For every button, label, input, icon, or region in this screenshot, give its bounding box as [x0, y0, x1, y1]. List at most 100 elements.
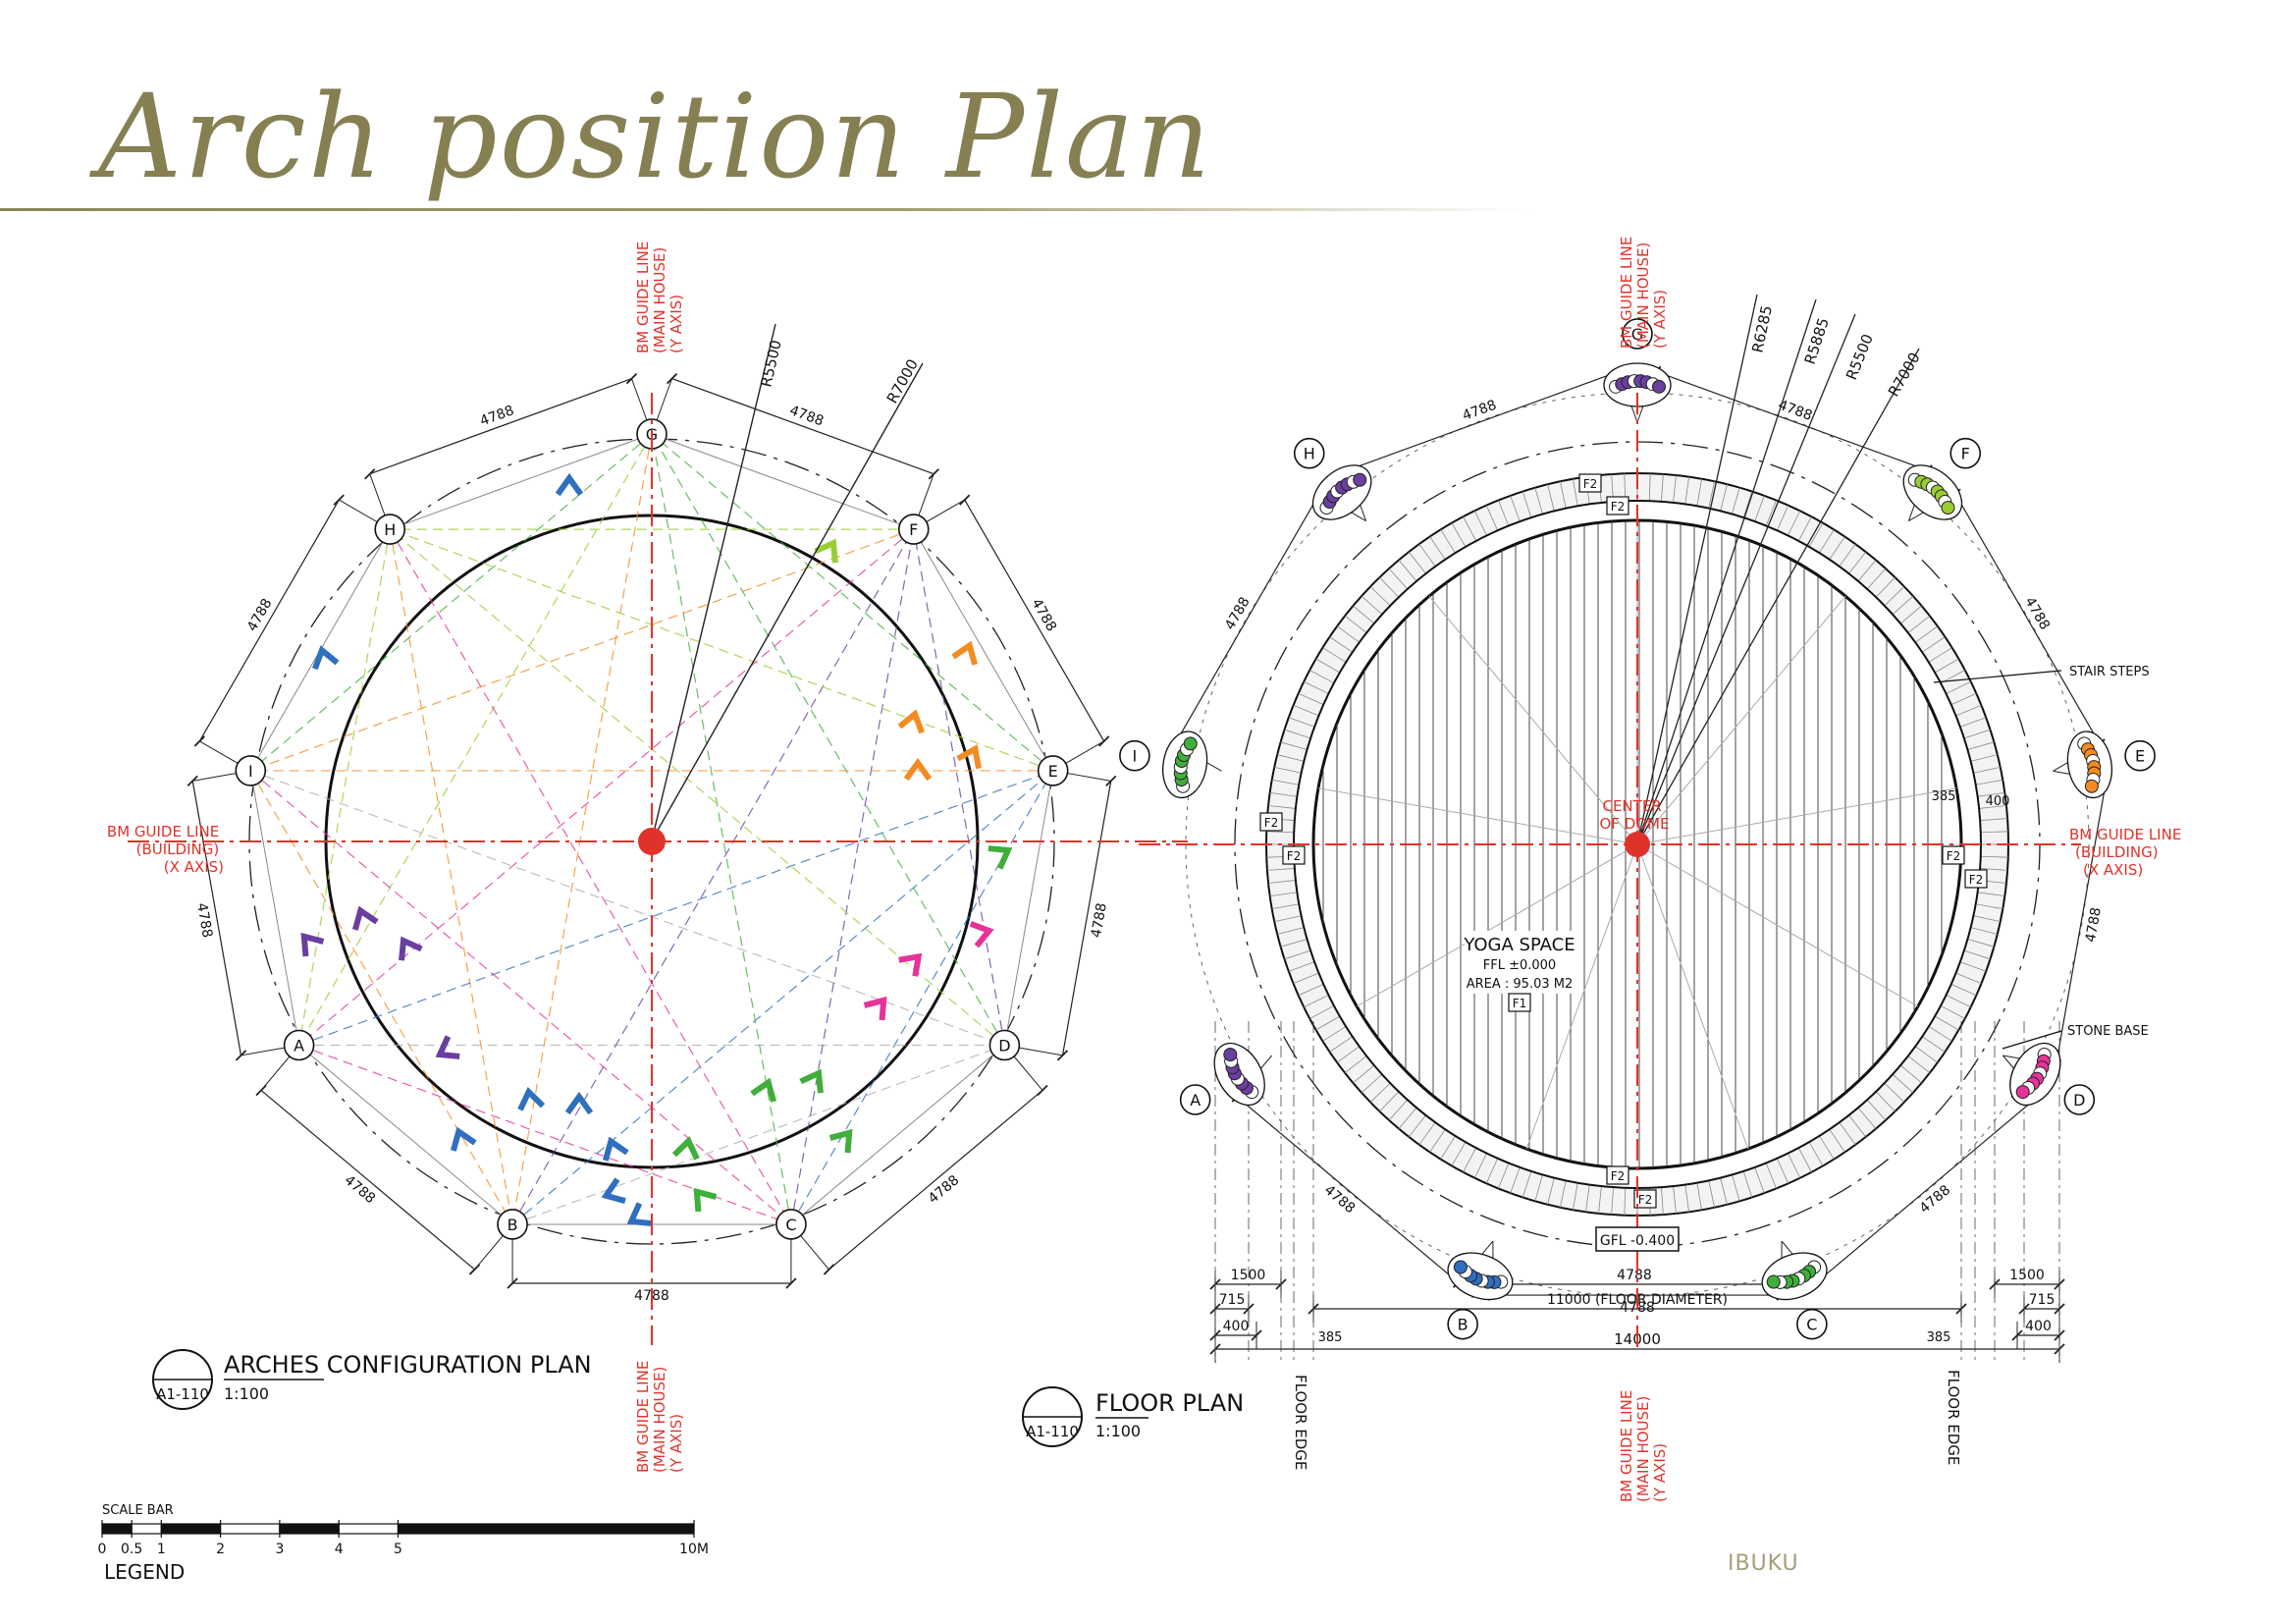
arch-chevron: [399, 936, 423, 961]
stone-base-f: [1902, 464, 1963, 520]
stair-step: [1288, 717, 1315, 728]
stone: [1652, 379, 1666, 394]
tag-f2: F2: [1611, 500, 1626, 514]
arch-chevron: [969, 921, 994, 948]
dimension-hi-tick: [193, 735, 205, 747]
arch-chevron: [517, 1087, 546, 1111]
dimension-cd-tick: [1037, 1084, 1048, 1097]
arch-markers: [300, 472, 1013, 1226]
stair-step: [1498, 500, 1510, 526]
node-b-label: B: [507, 1216, 518, 1234]
stair-step: [1522, 491, 1532, 518]
tag-f1: F1: [1513, 997, 1527, 1010]
node-a-label: A: [1190, 1091, 1201, 1110]
space-ffl: FFL ±0.000: [1483, 958, 1556, 973]
stair-step: [1934, 1015, 1959, 1031]
stair-step: [1268, 805, 1296, 809]
title-ref: A1-110: [156, 1385, 209, 1403]
radius-label-r7000: R7000: [1885, 350, 1924, 400]
arch-chevron: [300, 932, 325, 957]
radial-line: [1356, 843, 1638, 1007]
stair-step: [1268, 880, 1296, 884]
tag-f2-box: [1282, 845, 1306, 865]
stone-base-leader: [2002, 1030, 2062, 1050]
stone-base-a: [1213, 1042, 1265, 1107]
arch-chevron: [626, 1202, 652, 1226]
stair-step: [1980, 868, 2008, 871]
dimension-cd-tick: [823, 1264, 835, 1275]
dimension-fg-tick: [928, 468, 939, 480]
stair-step: [1280, 741, 1308, 750]
stair-step: [1269, 892, 1298, 897]
radial-line: [1636, 843, 1749, 1150]
node-i-circle: [235, 755, 267, 786]
stone: [1766, 1274, 1781, 1289]
space-name: YOGA SPACE: [1463, 935, 1575, 955]
stair-step: [1696, 478, 1703, 507]
arch-guide-line: [298, 528, 915, 1046]
arch-guide-line: [790, 528, 915, 1225]
arch-guide-line: [511, 433, 653, 1225]
scale-tick-label: 0: [98, 1542, 107, 1557]
dimension-gh-tick: [625, 372, 638, 385]
stair-step: [1720, 484, 1728, 512]
stair-step: [1598, 1186, 1602, 1214]
stone-base-h: [1311, 464, 1372, 520]
stair-step: [1829, 1128, 1845, 1153]
stone-base-label: STONE BASE: [2067, 1024, 2149, 1039]
stair-step: [1388, 568, 1409, 590]
dimension-400-left-label: 400: [1223, 1319, 1250, 1334]
tag-f2: F2: [1287, 849, 1302, 863]
center-of-dome: [1625, 832, 1650, 857]
stair-step: [1353, 605, 1375, 624]
radius-leader-r6285: [1636, 294, 1758, 845]
radius-leader-r7000: [651, 362, 924, 841]
arch-guide-line: [511, 1044, 1005, 1225]
stair-step: [1967, 939, 1995, 947]
stair-steps-label: STAIR STEPS: [2069, 665, 2150, 679]
stair-step: [1696, 1182, 1703, 1211]
brand-label: IBUKU: [1728, 1551, 1799, 1576]
gfl-box: [1595, 1226, 1680, 1252]
stair-step: [1611, 1187, 1614, 1216]
radial-line: [1317, 787, 1638, 845]
dimension-bc-tick: [507, 1277, 518, 1289]
stair-step: [1309, 1004, 1335, 1019]
arch-guide-line: [249, 770, 792, 1225]
tag-f2-box: [1942, 845, 1965, 865]
node-e-label: E: [2135, 747, 2145, 766]
radial-line: [1636, 843, 1919, 1007]
arch-chevron: [750, 1077, 777, 1103]
stair-step: [1369, 1082, 1391, 1103]
stair-step: [1353, 1064, 1375, 1084]
arch-guide-line: [298, 770, 1053, 1047]
node-g-label: G: [1631, 325, 1643, 344]
stair-step: [1940, 1004, 1965, 1019]
stair-step: [1271, 903, 1300, 910]
stair-step: [1980, 818, 2008, 821]
radius-label-r5885: R5885: [1801, 315, 1833, 366]
stair-step: [1839, 543, 1856, 568]
stair-step: [1797, 1147, 1812, 1172]
node-c-circle: [1796, 1308, 1828, 1340]
arch-chevron: [863, 996, 887, 1021]
y-guide-label-bottom: BM GUIDE LINE (MAIN HOUSE) (Y AXIS): [634, 1356, 685, 1473]
arch-guide-line: [511, 528, 915, 1225]
stair-step: [1819, 1135, 1835, 1160]
scale-tick-label: 3: [275, 1542, 284, 1557]
radius-label-r5500: R5500: [757, 338, 784, 388]
stair-step: [1429, 536, 1446, 561]
node-a-label: A: [294, 1037, 304, 1056]
stair-step: [1534, 1174, 1543, 1202]
stair-step: [1369, 586, 1391, 607]
dimension-ab-label: 4788: [342, 1172, 379, 1207]
stair-step: [1344, 615, 1367, 633]
dimension-fg-line: [1655, 370, 1928, 471]
stair-step: [1857, 560, 1877, 582]
stair-step: [1950, 692, 1977, 706]
arch-guide-line: [390, 528, 1053, 772]
arch-guide-line: [651, 433, 1054, 772]
